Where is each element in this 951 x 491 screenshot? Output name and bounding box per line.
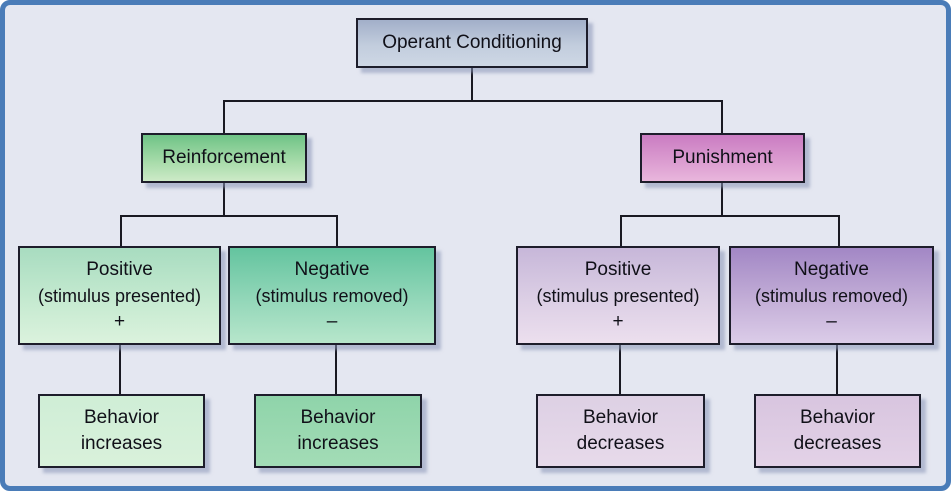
outcome-line2: increases [80,433,163,454]
connector-level1-bar [223,100,723,102]
plus-sign: + [113,310,126,332]
node-reinforcement-label: Reinforcement [162,147,286,168]
node-behavior-increases-1: Behavior increases [38,394,205,468]
node-title: Negative [794,258,869,280]
node-behavior-increases-2: Behavior increases [254,394,422,468]
outcome-line2: increases [297,433,379,454]
connector-punish-positive-outcome [619,345,621,395]
outcome-line1: Behavior [800,407,875,428]
outcome-line2: decreases [793,433,882,454]
node-punishment-positive: Positive (stimulus presented) + [516,246,720,345]
connector-reinf-negative-outcome [335,345,337,395]
node-punishment-negative: Negative (stimulus removed) – [729,246,934,345]
outcome-line1: Behavior [300,407,376,428]
connector-reinf-positive-outcome [119,345,121,395]
node-punishment-label: Punishment [672,147,773,168]
node-reinforcement-negative: Negative (stimulus removed) – [228,246,436,345]
node-detail: (stimulus presented) [536,285,700,306]
connector-punish-negative-outcome [836,345,838,395]
node-title: Negative [294,258,370,280]
outcome-line2: decreases [576,433,665,454]
node-detail: (stimulus presented) [37,285,202,306]
node-title: Positive [86,258,153,280]
node-reinforcement-positive: Positive (stimulus presented) + [18,246,221,345]
connector-to-punish-negative [838,215,840,247]
connector-to-punishment [721,100,723,134]
minus-sign: – [826,310,837,332]
node-reinforcement: Reinforcement [141,133,307,183]
outcome-line1: Behavior [583,407,658,428]
connector-to-reinforcement [223,100,225,134]
node-detail: (stimulus removed) [255,285,409,306]
connector-punishment-bar [620,215,840,217]
connector-to-punish-positive [620,215,622,247]
connector-root-drop [471,68,473,102]
node-operant-conditioning-label: Operant Conditioning [382,32,562,53]
outcome-line1: Behavior [84,407,159,428]
plus-sign: + [612,310,624,332]
node-punishment: Punishment [640,133,805,183]
connector-to-reinf-positive [120,215,122,247]
connector-punishment-drop [721,183,723,216]
connector-to-reinf-negative [336,215,338,247]
connector-reinforcement-drop [223,183,225,216]
connector-reinforcement-bar [120,215,338,217]
node-operant-conditioning: Operant Conditioning [356,18,588,68]
node-behavior-decreases-1: Behavior decreases [536,394,705,468]
node-title: Positive [584,258,652,280]
minus-sign: – [326,310,338,332]
node-detail: (stimulus removed) [754,285,909,306]
node-behavior-decreases-2: Behavior decreases [754,394,921,468]
